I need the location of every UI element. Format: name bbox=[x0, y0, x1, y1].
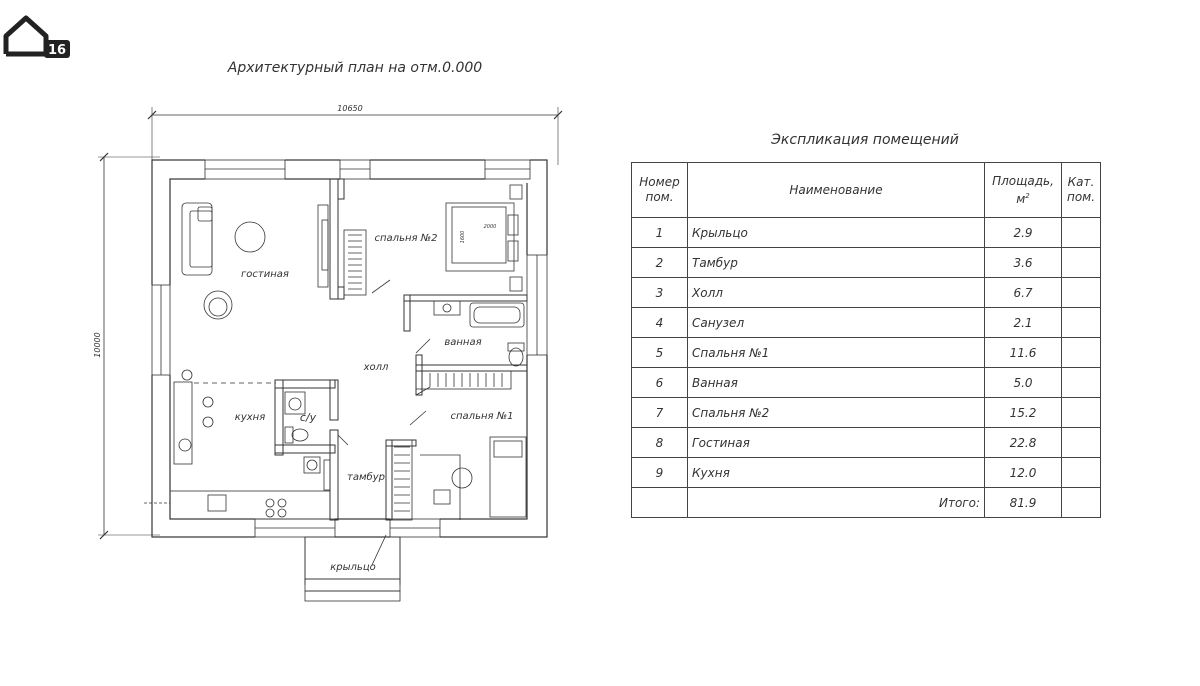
row-cat bbox=[1061, 247, 1101, 278]
row-area: 12.0 bbox=[984, 457, 1062, 488]
row-num: 3 bbox=[631, 277, 688, 308]
row-name: Гостиная bbox=[687, 427, 985, 458]
row-area: 2.9 bbox=[984, 217, 1062, 248]
kitchen-counter-icon bbox=[169, 490, 331, 520]
width-dimension-line bbox=[147, 107, 563, 165]
house-logo-icon: 16 bbox=[3, 15, 70, 58]
header-num: Номер пом. bbox=[631, 162, 688, 218]
row-name: Спальня №2 bbox=[687, 397, 985, 428]
room-explication-table: Номер пом. Наименование Площадь, м2 Кат.… bbox=[631, 162, 1101, 518]
logo: 16 bbox=[2, 14, 74, 64]
wardrobe-vestibule bbox=[391, 439, 413, 521]
row-name: Санузел bbox=[687, 307, 985, 338]
row-name: Кухня bbox=[687, 457, 985, 488]
row-num: 2 bbox=[631, 247, 688, 278]
dining-table-icon bbox=[173, 369, 214, 465]
round-table-icon bbox=[234, 221, 266, 253]
row-num: 7 bbox=[631, 397, 688, 428]
sink-icon bbox=[433, 300, 461, 316]
single-bed-icon bbox=[489, 436, 527, 518]
width-dimension: 10650 bbox=[337, 104, 362, 113]
row-area: 2.1 bbox=[984, 307, 1062, 338]
height-dimension-line bbox=[98, 152, 160, 540]
room-label-wc: с/у bbox=[300, 411, 317, 424]
room-label-living: гостиная bbox=[241, 269, 289, 280]
room-label-bedroom2: спальня №2 bbox=[375, 233, 438, 244]
total-cat-cell bbox=[1061, 487, 1101, 518]
row-cat bbox=[1061, 217, 1101, 248]
row-name: Ванная bbox=[687, 367, 985, 398]
boiler-icon bbox=[303, 456, 331, 491]
row-cat bbox=[1061, 337, 1101, 368]
logo-number: 16 bbox=[48, 43, 66, 58]
room-label-hall: холл bbox=[363, 362, 389, 373]
room-label-kitchen: кухня bbox=[235, 412, 265, 423]
room-label-bath: ванная bbox=[444, 337, 481, 348]
tv-unit-icon bbox=[317, 204, 329, 288]
row-cat bbox=[1061, 367, 1101, 398]
row-cat bbox=[1061, 277, 1101, 308]
sofa-icon bbox=[181, 202, 213, 276]
row-num: 8 bbox=[631, 427, 688, 458]
header-name: Наименование bbox=[687, 162, 985, 218]
desk-icon bbox=[420, 454, 473, 520]
plan-title: Архитектурный план на отм.0.000 bbox=[227, 60, 483, 76]
bathtub-icon bbox=[469, 302, 525, 328]
row-num: 4 bbox=[631, 307, 688, 338]
table-total-row: Итого: 81.9 bbox=[631, 487, 1101, 518]
floor-plan: 10650 10000 2000 1600 гостиная спальня №… bbox=[93, 104, 563, 602]
row-cat bbox=[1061, 457, 1101, 488]
toilet-icon bbox=[507, 342, 525, 367]
wardrobe-bedroom1 bbox=[415, 370, 512, 390]
room-label-vestibule: тамбур bbox=[347, 471, 385, 483]
header-cat: Кат. пом. bbox=[1061, 162, 1101, 218]
bed-icon bbox=[445, 184, 523, 292]
row-name: Крыльцо bbox=[687, 217, 985, 248]
row-area: 22.8 bbox=[984, 427, 1062, 458]
table-title: Экспликация помещений bbox=[771, 132, 959, 148]
row-area: 11.6 bbox=[984, 337, 1062, 368]
row-num: 6 bbox=[631, 367, 688, 398]
row-name: Тамбур bbox=[687, 247, 985, 278]
room-label-porch: крыльцо bbox=[330, 562, 376, 573]
row-name: Спальня №1 bbox=[687, 337, 985, 368]
row-area: 6.7 bbox=[984, 277, 1062, 308]
row-num: 1 bbox=[631, 217, 688, 248]
row-area: 3.6 bbox=[984, 247, 1062, 278]
total-label: Итого: bbox=[687, 487, 985, 518]
row-cat bbox=[1061, 397, 1101, 428]
height-dimension: 10000 bbox=[93, 332, 102, 357]
row-cat bbox=[1061, 427, 1101, 458]
row-name: Холл bbox=[687, 277, 985, 308]
wc-fixtures-icon bbox=[284, 391, 309, 444]
row-area: 15.2 bbox=[984, 397, 1062, 428]
header-area: Площадь, м2 bbox=[984, 162, 1062, 218]
header-area-sup: 2 bbox=[1025, 191, 1030, 200]
row-cat bbox=[1061, 307, 1101, 338]
porch-steps-icon bbox=[304, 536, 401, 602]
armchair-icon bbox=[203, 290, 233, 320]
bed-length-dimension: 2000 bbox=[484, 224, 497, 230]
row-num: 5 bbox=[631, 337, 688, 368]
total-value: 81.9 bbox=[984, 487, 1062, 518]
total-empty-cell bbox=[631, 487, 688, 518]
interior-walls bbox=[274, 178, 528, 521]
room-label-bedroom1: спальня №1 bbox=[451, 411, 514, 422]
bed-width-dimension: 1600 bbox=[460, 231, 466, 244]
header-area-label: Площадь, м bbox=[992, 173, 1054, 206]
row-num: 9 bbox=[631, 457, 688, 488]
row-area: 5.0 bbox=[984, 367, 1062, 398]
table-header-row: Номер пом. Наименование Площадь, м2 Кат.… bbox=[631, 162, 1101, 218]
wardrobe-bedroom2 bbox=[343, 229, 367, 296]
